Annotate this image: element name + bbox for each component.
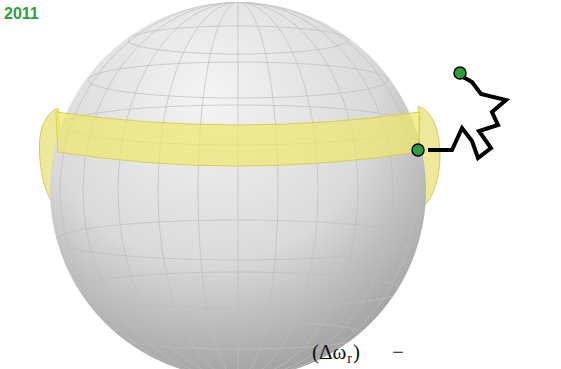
- equatorial-band: [56, 112, 420, 166]
- random-walk-path: [428, 77, 506, 158]
- formula-subscript: r: [347, 352, 352, 366]
- formula-text: ): [353, 342, 360, 363]
- year-label: 2011: [4, 6, 39, 22]
- formula-text: (Δω: [312, 342, 346, 363]
- formula-minus: −: [392, 342, 404, 363]
- particle-dot: [412, 144, 424, 156]
- particle-dot: [454, 67, 466, 79]
- sphere-grid: [56, 0, 420, 369]
